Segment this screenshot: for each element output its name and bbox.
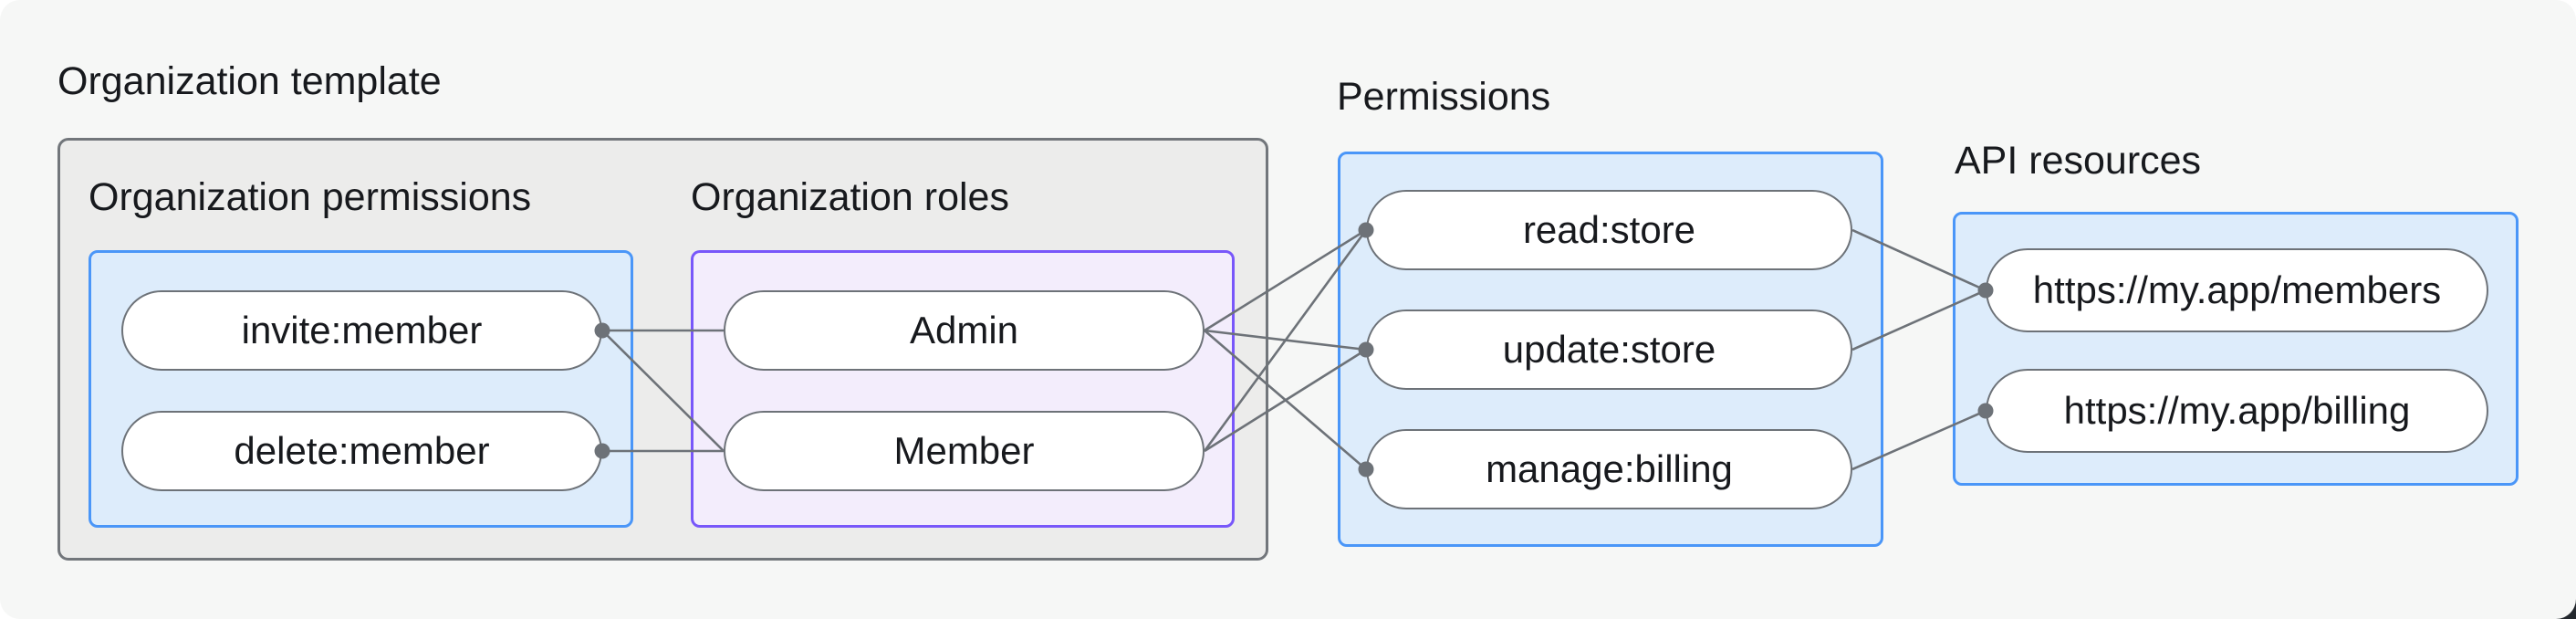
node-read-store: read:store [1366,190,1852,270]
node-update-store: update:store [1366,310,1852,390]
org-template-box: Organization permissions Organization ro… [57,138,1268,561]
node-delete-member: delete:member [121,411,602,491]
node-member: Member [724,411,1205,491]
api-resources-box: https://my.app/members https://my.app/bi… [1953,212,2519,486]
org-template-title: Organization template [57,59,442,103]
node-invite-member: invite:member [121,290,602,371]
node-admin: Admin [724,290,1205,371]
permissions-box: read:store update:store manage:billing [1338,152,1883,547]
org-permissions-box: invite:member delete:member [89,250,633,528]
permissions-label: Permissions [1337,75,1551,119]
org-permissions-label: Organization permissions [89,175,532,219]
org-roles-label: Organization roles [691,175,1009,219]
node-api-members: https://my.app/members [1986,248,2488,332]
node-manage-billing: manage:billing [1366,429,1852,509]
org-roles-box: Admin Member [691,250,1235,528]
api-resources-label: API resources [1955,139,2202,183]
node-api-billing: https://my.app/billing [1986,369,2488,453]
